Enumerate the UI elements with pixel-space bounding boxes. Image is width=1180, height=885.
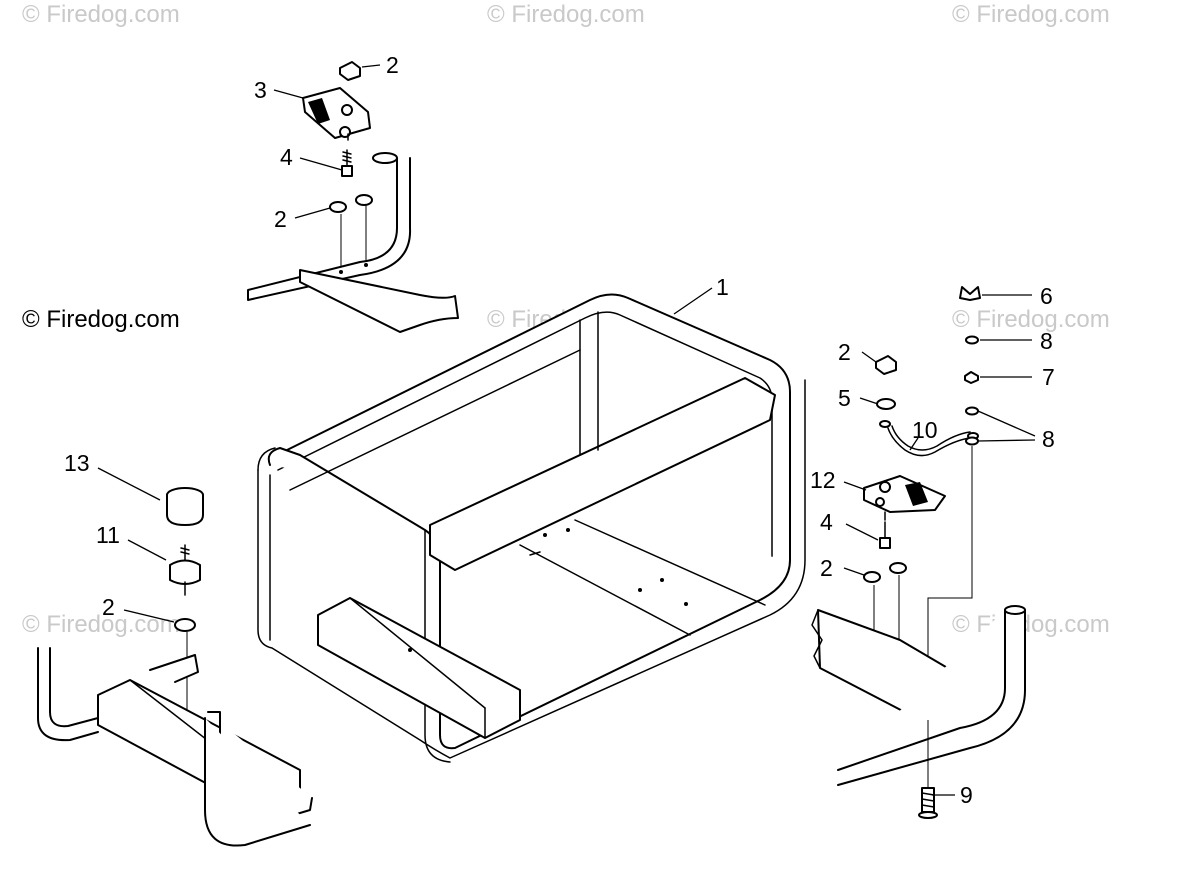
callout-8: 8	[1040, 328, 1053, 354]
callout-3: 3	[254, 77, 267, 103]
top-mount-assembly	[247, 61, 459, 333]
watermark: © Firedog.com	[487, 1, 645, 28]
callout-8: 8	[1042, 426, 1055, 452]
callout-2: 2	[838, 339, 851, 365]
watermark: © Firedog.com	[952, 306, 1110, 333]
callout-13: 13	[64, 450, 90, 476]
callout-12: 12	[810, 467, 836, 493]
callout-2: 2	[820, 555, 833, 581]
watermark: © Firedog.com	[22, 1, 180, 28]
callout-2: 2	[102, 594, 115, 620]
watermark: © Firedog.com	[952, 1, 1110, 28]
callout-2: 2	[274, 206, 287, 232]
frame	[257, 293, 806, 763]
callout-1: 1	[716, 274, 729, 300]
right-mount-assembly	[811, 286, 1026, 819]
watermark: © Firedog.com	[22, 611, 180, 638]
callout-2: 2	[386, 52, 399, 78]
callout-7: 7	[1042, 364, 1055, 390]
watermark: © Firedog.com	[952, 611, 1110, 638]
callout-labels: 2 3 4 2 1 2 5 6 8 7 8 10 12 4 2 9 13 11 …	[64, 52, 1055, 808]
callout-6: 6	[1040, 283, 1053, 309]
callout-11: 11	[96, 522, 120, 548]
callout-9: 9	[960, 782, 973, 808]
callout-4: 4	[280, 144, 293, 170]
callout-10: 10	[912, 417, 938, 443]
watermark-main: © Firedog.com	[22, 306, 180, 333]
callout-4: 4	[820, 509, 833, 535]
callout-5: 5	[838, 385, 851, 411]
left-mount-assembly	[37, 487, 313, 847]
leader-lines	[97, 64, 1036, 796]
